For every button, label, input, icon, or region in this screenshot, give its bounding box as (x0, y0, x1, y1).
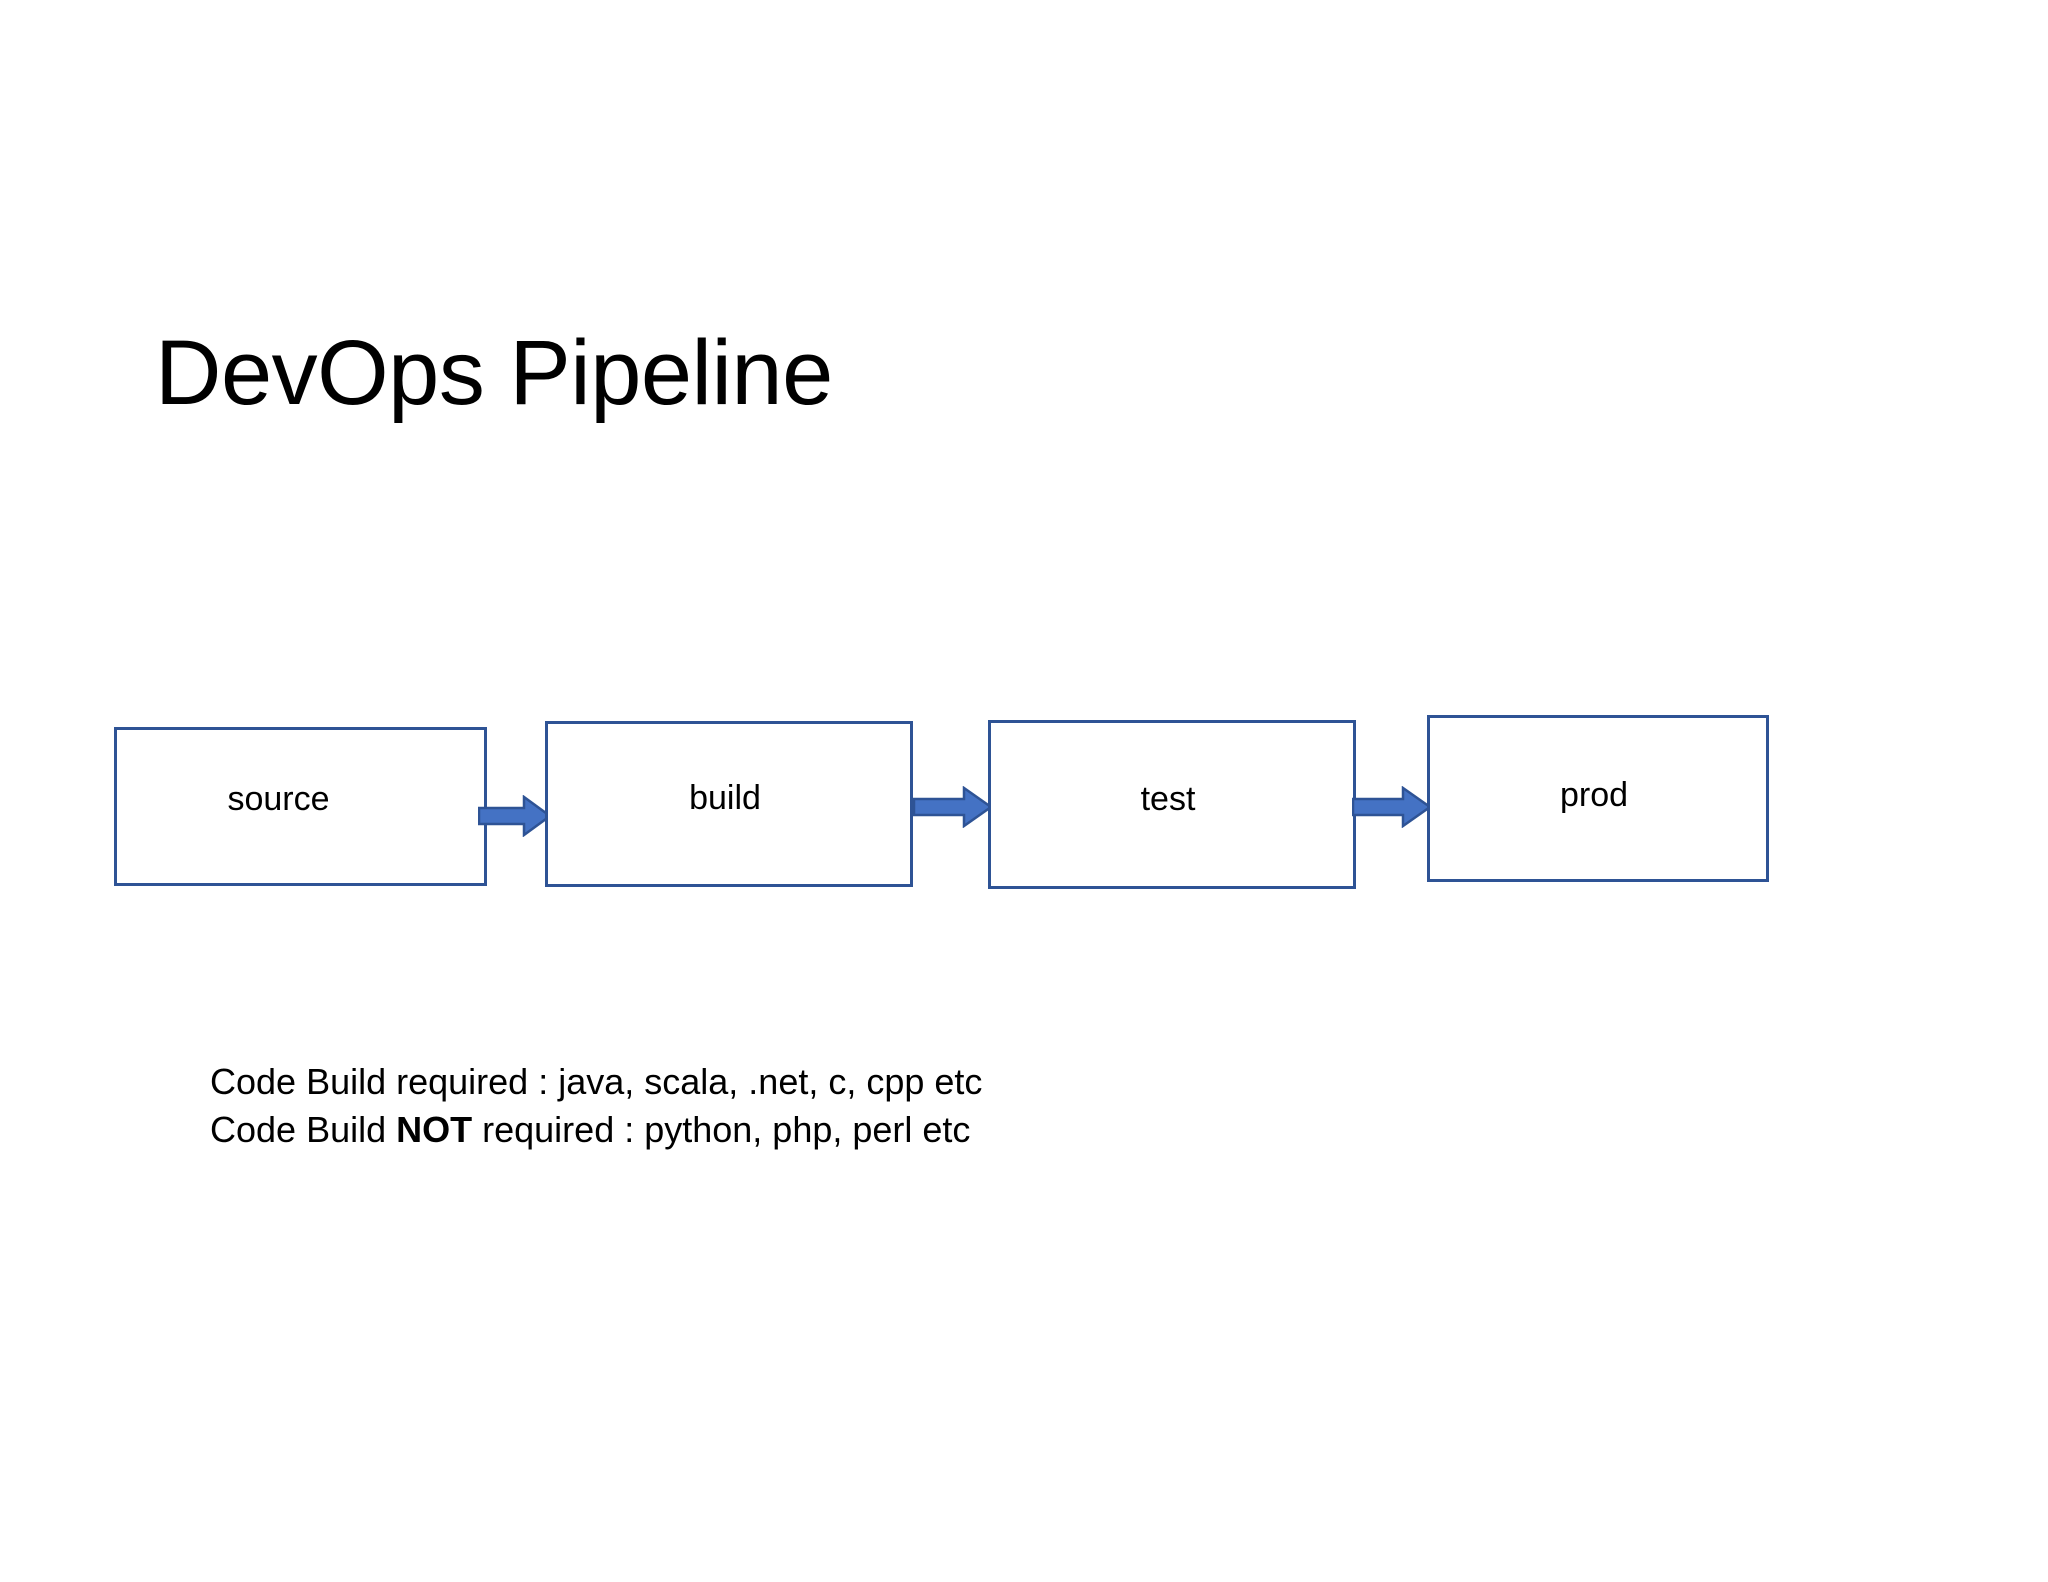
pipeline-stage-label: test (1140, 779, 1196, 818)
pipeline-stage-build[interactable]: build (545, 721, 913, 887)
pipeline-stage-label: source (227, 779, 330, 818)
right-arrow-icon (1352, 786, 1432, 828)
note-line-build-required: Code Build required : java, scala, .net,… (210, 1061, 983, 1102)
pipeline-stage-label: prod (1559, 775, 1629, 814)
pipeline-stage-test[interactable]: test (988, 720, 1356, 889)
notes-block: Code Build required : java, scala, .net,… (210, 1058, 982, 1154)
note-suffix: required : python, php, perl etc (472, 1109, 971, 1150)
page-title: DevOps Pipeline (155, 322, 833, 424)
note-prefix: Code Build (210, 1109, 397, 1150)
pipeline-stage-label: build (689, 779, 761, 817)
pipeline-stage-source[interactable]: source (114, 727, 487, 886)
note-emphasis: NOT (396, 1109, 473, 1150)
right-arrow-icon (478, 795, 552, 837)
right-arrow-icon (913, 786, 993, 828)
note-line-build-not-required: Code Build NOT required : python, php, p… (210, 1106, 982, 1154)
pipeline-stage-prod[interactable]: prod (1427, 715, 1769, 882)
